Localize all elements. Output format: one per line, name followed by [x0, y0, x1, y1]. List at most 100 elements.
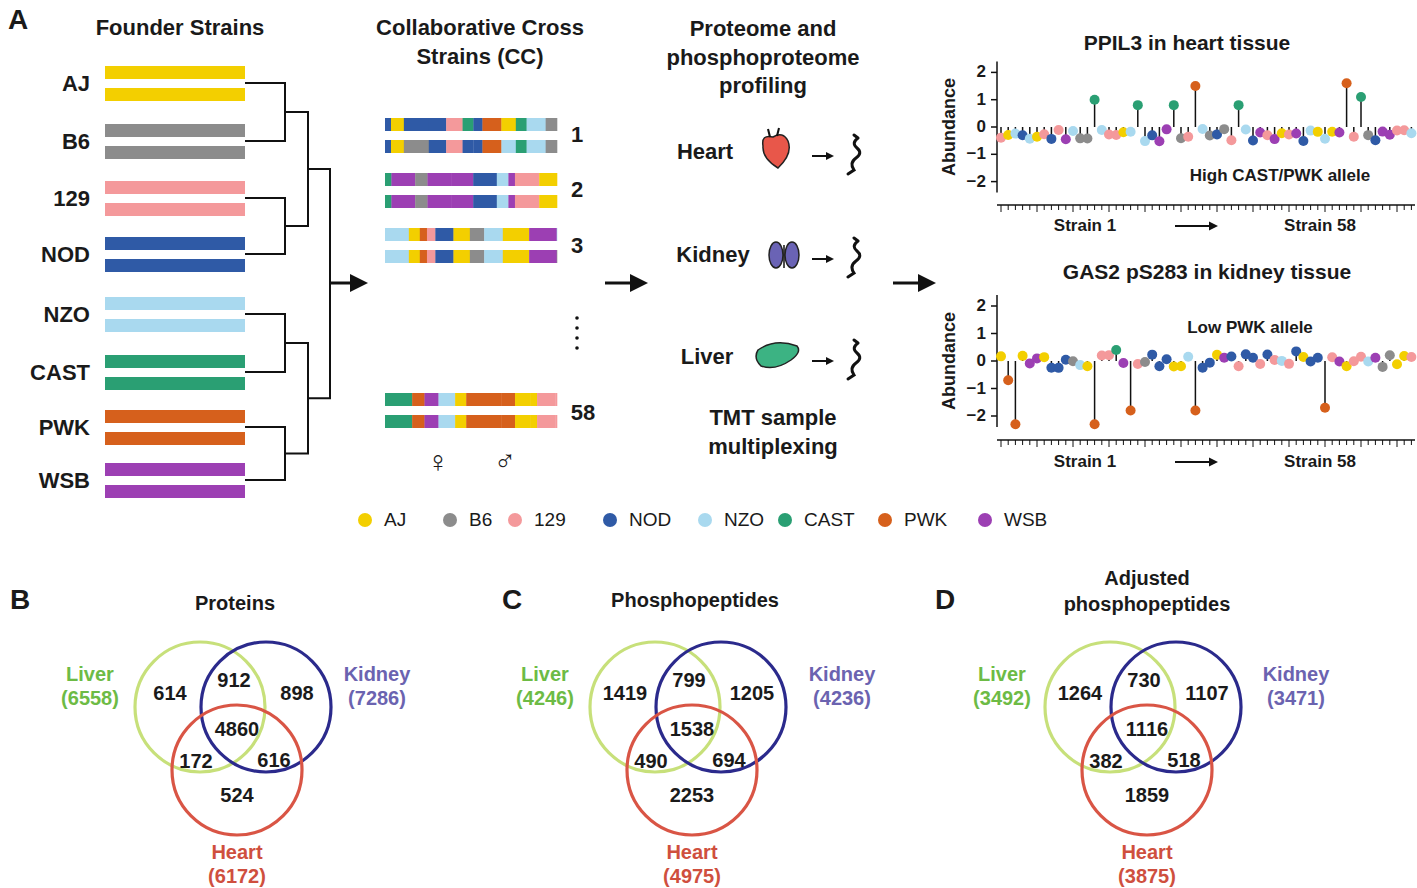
cc-chromosome-segment	[404, 118, 429, 131]
x-tick	[1029, 440, 1030, 445]
x-tick	[1274, 205, 1275, 210]
tree-branch	[245, 198, 285, 254]
x-tick	[1037, 440, 1038, 447]
lollipop-dot	[1226, 135, 1236, 145]
x-tick	[1101, 440, 1102, 445]
legend-item: B6	[443, 509, 492, 531]
lollipop-dot	[1010, 419, 1020, 429]
cc-chromosome-segment	[385, 415, 412, 428]
cc-chromosome-segment	[537, 415, 556, 428]
x-tick	[1361, 440, 1362, 447]
cc-chromosome-segment	[428, 195, 452, 208]
flow-arrow	[893, 282, 920, 285]
lollipop-dot	[1190, 81, 1200, 91]
x-tick	[1209, 205, 1210, 210]
tree-branch	[285, 343, 308, 454]
venn-count: 694	[712, 748, 745, 772]
legend-text: B6	[469, 509, 492, 531]
small-arrow-head	[826, 152, 834, 160]
x-tick	[1310, 440, 1311, 445]
cc-chromosome-segment	[484, 228, 503, 241]
strain-arrow-head	[1209, 458, 1218, 467]
x-tick	[1137, 440, 1138, 445]
x-tick	[1346, 205, 1347, 210]
cc-chromosome-segment	[482, 118, 501, 131]
cc-chromosome-segment	[391, 195, 415, 208]
strain-number: 3	[571, 233, 583, 259]
lollipop-stem	[1195, 361, 1197, 411]
legend-swatch	[878, 513, 892, 527]
x-tick	[1253, 440, 1254, 447]
lollipop-dot	[1147, 350, 1157, 360]
strain-arrow-head	[1209, 222, 1218, 231]
legend-text: WSB	[1004, 509, 1047, 531]
strain-arrow	[1175, 461, 1211, 463]
x-tick	[1231, 440, 1232, 445]
founder-chromosome	[105, 297, 245, 310]
founder-chromosome	[105, 66, 245, 79]
cc-chromosome-segment	[429, 140, 447, 153]
cc-chromosome-segment	[385, 250, 409, 263]
cc-chromosome-segment	[482, 140, 501, 153]
x-tick	[1073, 205, 1074, 212]
sex-symbol: ♂	[494, 442, 517, 478]
x-tick	[1339, 205, 1340, 210]
lollipop-dot	[1370, 353, 1380, 363]
tick-label: 0	[977, 117, 986, 137]
x-tick	[1346, 440, 1347, 445]
cc-chromosome-segment	[420, 228, 427, 241]
cc-chromosome-segment	[490, 415, 502, 428]
set-label: Kidney (7286)	[332, 662, 422, 710]
set-label: Heart (6172)	[192, 840, 282, 888]
cc-chromosome-segment	[503, 250, 530, 263]
lollipop-dot	[1370, 135, 1380, 145]
lollipop-dot	[1205, 358, 1215, 368]
x-tick	[1195, 205, 1196, 210]
lollipop-dot	[1378, 362, 1388, 372]
cc-chromosome-segment	[435, 228, 453, 241]
cc-chromosome-segment	[529, 250, 557, 263]
x-tick	[1296, 205, 1297, 210]
strain-name: 129	[53, 186, 90, 212]
strain-arrow	[1175, 225, 1211, 227]
panel-letter: A	[8, 3, 28, 37]
cc-chromosome-segment	[556, 228, 558, 241]
cc-chromosome-segment	[501, 118, 516, 131]
strain-name: PWK	[39, 415, 90, 441]
lollipop-dot	[1241, 125, 1251, 135]
x-tick	[1051, 440, 1052, 445]
ms-tube	[848, 238, 860, 277]
venn-count: 2253	[670, 783, 715, 807]
x-tick	[1022, 205, 1023, 210]
x-tick	[1188, 440, 1189, 445]
x-tick	[1051, 205, 1052, 210]
flow-arrow	[330, 282, 352, 285]
lollipop-dot	[1126, 406, 1136, 416]
lollipop-dot	[1162, 124, 1172, 134]
x-tick	[1217, 205, 1218, 212]
lollipop-dot	[996, 351, 1006, 361]
tick-label: −2	[967, 406, 986, 426]
panel-heading: Proteins	[195, 591, 275, 615]
cc-chromosome-segment	[391, 173, 415, 186]
founder-chromosome	[105, 377, 245, 390]
lollipop-stem	[1015, 361, 1017, 424]
cc-chromosome-segment	[527, 118, 546, 131]
cc-chromosome-segment	[446, 140, 463, 153]
legend-swatch	[358, 513, 372, 527]
heart-vessel	[777, 128, 779, 136]
lollipop-dot	[1126, 127, 1136, 137]
cc-chromosome-segment	[455, 393, 466, 406]
founder-chromosome	[105, 181, 245, 194]
cc-chromosome-segment	[527, 140, 546, 153]
x-tick	[1404, 205, 1405, 210]
x-tick	[1202, 440, 1203, 445]
cc-chromosome-segment	[404, 140, 429, 153]
lollipop-dot	[1226, 351, 1236, 361]
cc-chromosome-segment	[516, 140, 527, 153]
x-tick	[1065, 205, 1066, 210]
x-tick	[1397, 205, 1398, 212]
legend-text: PWK	[904, 509, 947, 531]
legend-item: WSB	[978, 509, 1047, 531]
kidney-ureter	[783, 245, 785, 268]
